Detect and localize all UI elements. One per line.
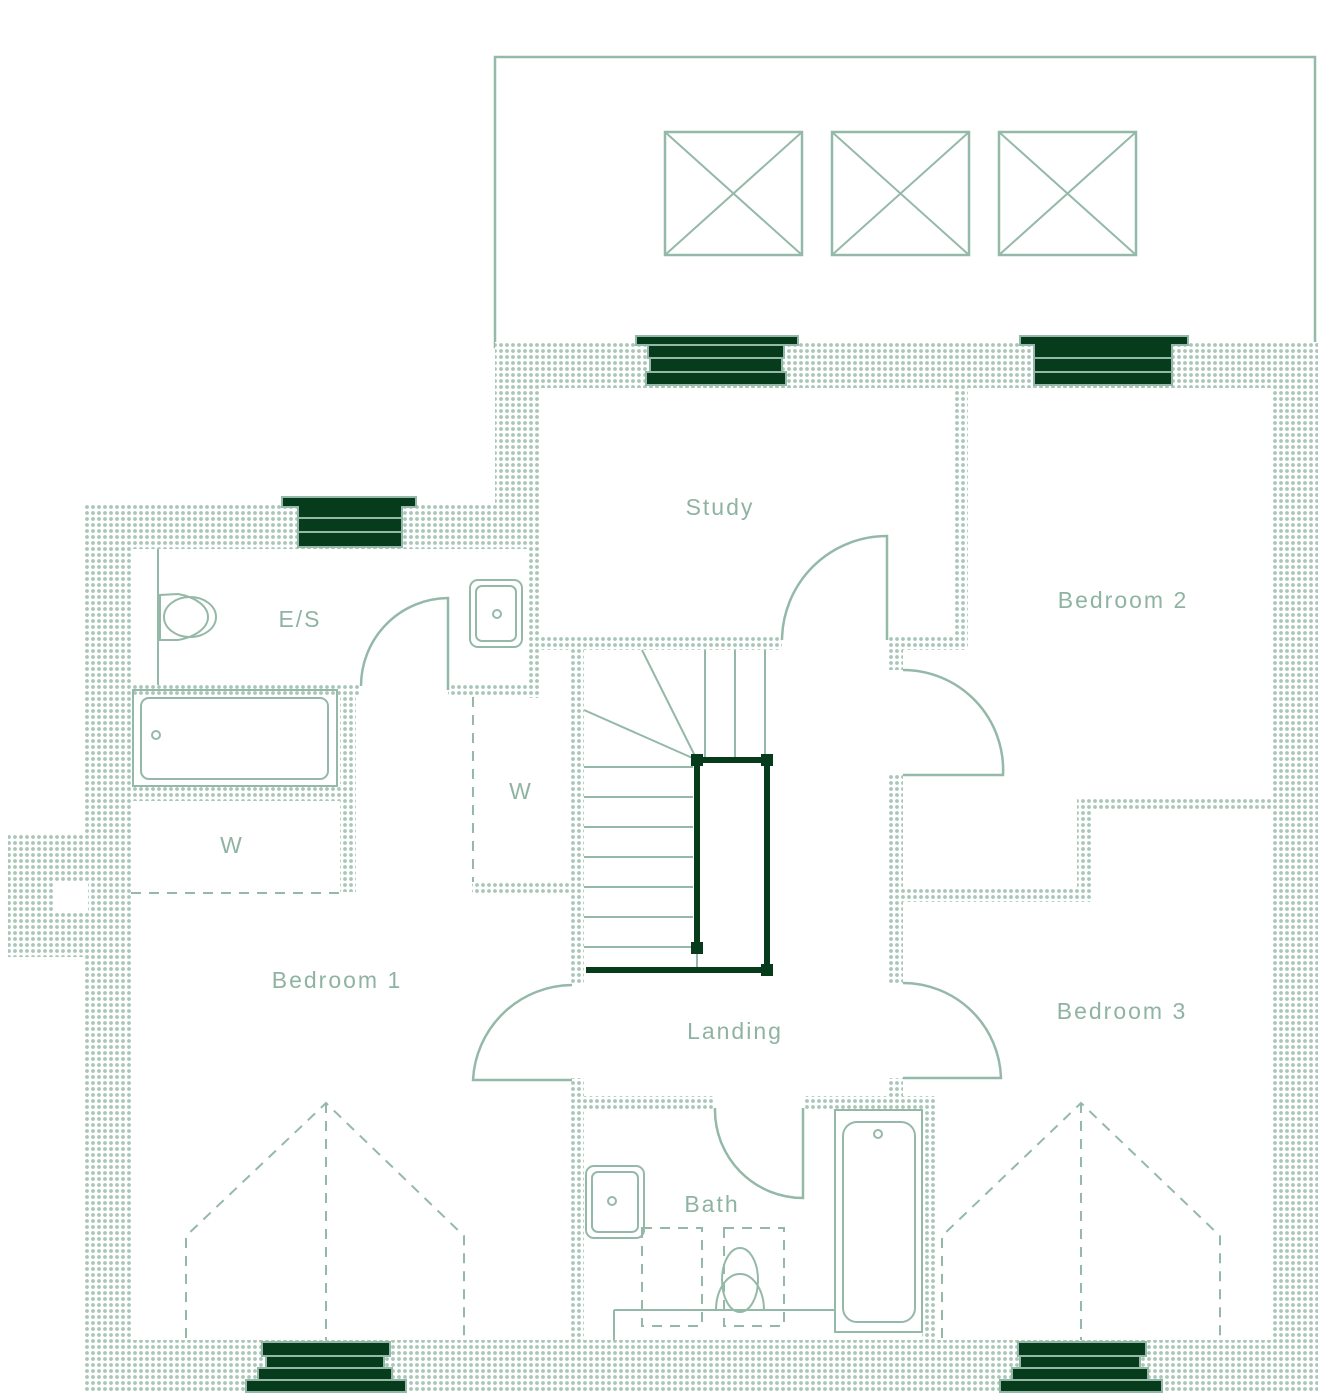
rooflight-2 bbox=[830, 130, 971, 257]
room-label-wardrobe-left: W bbox=[220, 832, 244, 858]
room-label-wardrobe-mid: W bbox=[509, 778, 533, 804]
window-es bbox=[281, 496, 417, 548]
roof-slope-bedroom1 bbox=[185, 1101, 465, 1340]
window-bedroom2 bbox=[1019, 335, 1189, 386]
roof-slope-bedroom3 bbox=[941, 1101, 1221, 1340]
bathroom-fixtures bbox=[585, 1109, 923, 1340]
chimney-void bbox=[55, 882, 88, 912]
roof-terrace bbox=[493, 55, 1317, 349]
rooflight-3 bbox=[997, 130, 1138, 257]
bath-bathtub-icon bbox=[834, 1109, 923, 1333]
room-label-bedroom-2: Bedroom 2 bbox=[1058, 587, 1189, 613]
doors bbox=[359, 534, 1005, 1200]
room-label-landing: Landing bbox=[687, 1018, 783, 1044]
staircase bbox=[583, 649, 773, 976]
room-label-bedroom-1: Bedroom 1 bbox=[272, 967, 403, 993]
room-label-es: E/S bbox=[278, 606, 321, 632]
rooflight-1 bbox=[663, 130, 804, 257]
bath-toilet-icon bbox=[714, 1247, 766, 1313]
walls bbox=[8, 342, 1318, 1393]
window-bedroom3 bbox=[999, 1341, 1163, 1393]
room-label-study: Study bbox=[686, 494, 755, 520]
ensuite-fixtures bbox=[132, 549, 523, 787]
window-bedroom1 bbox=[245, 1341, 407, 1393]
bathtub-icon bbox=[132, 689, 338, 787]
room-label-bath: Bath bbox=[684, 1191, 739, 1217]
bath-basin-icon bbox=[585, 1165, 645, 1239]
window-study bbox=[635, 335, 799, 386]
windows bbox=[245, 335, 1189, 1393]
basin-icon bbox=[469, 579, 523, 648]
toilet-icon bbox=[159, 592, 217, 641]
room-label-bedroom-3: Bedroom 3 bbox=[1057, 998, 1188, 1024]
